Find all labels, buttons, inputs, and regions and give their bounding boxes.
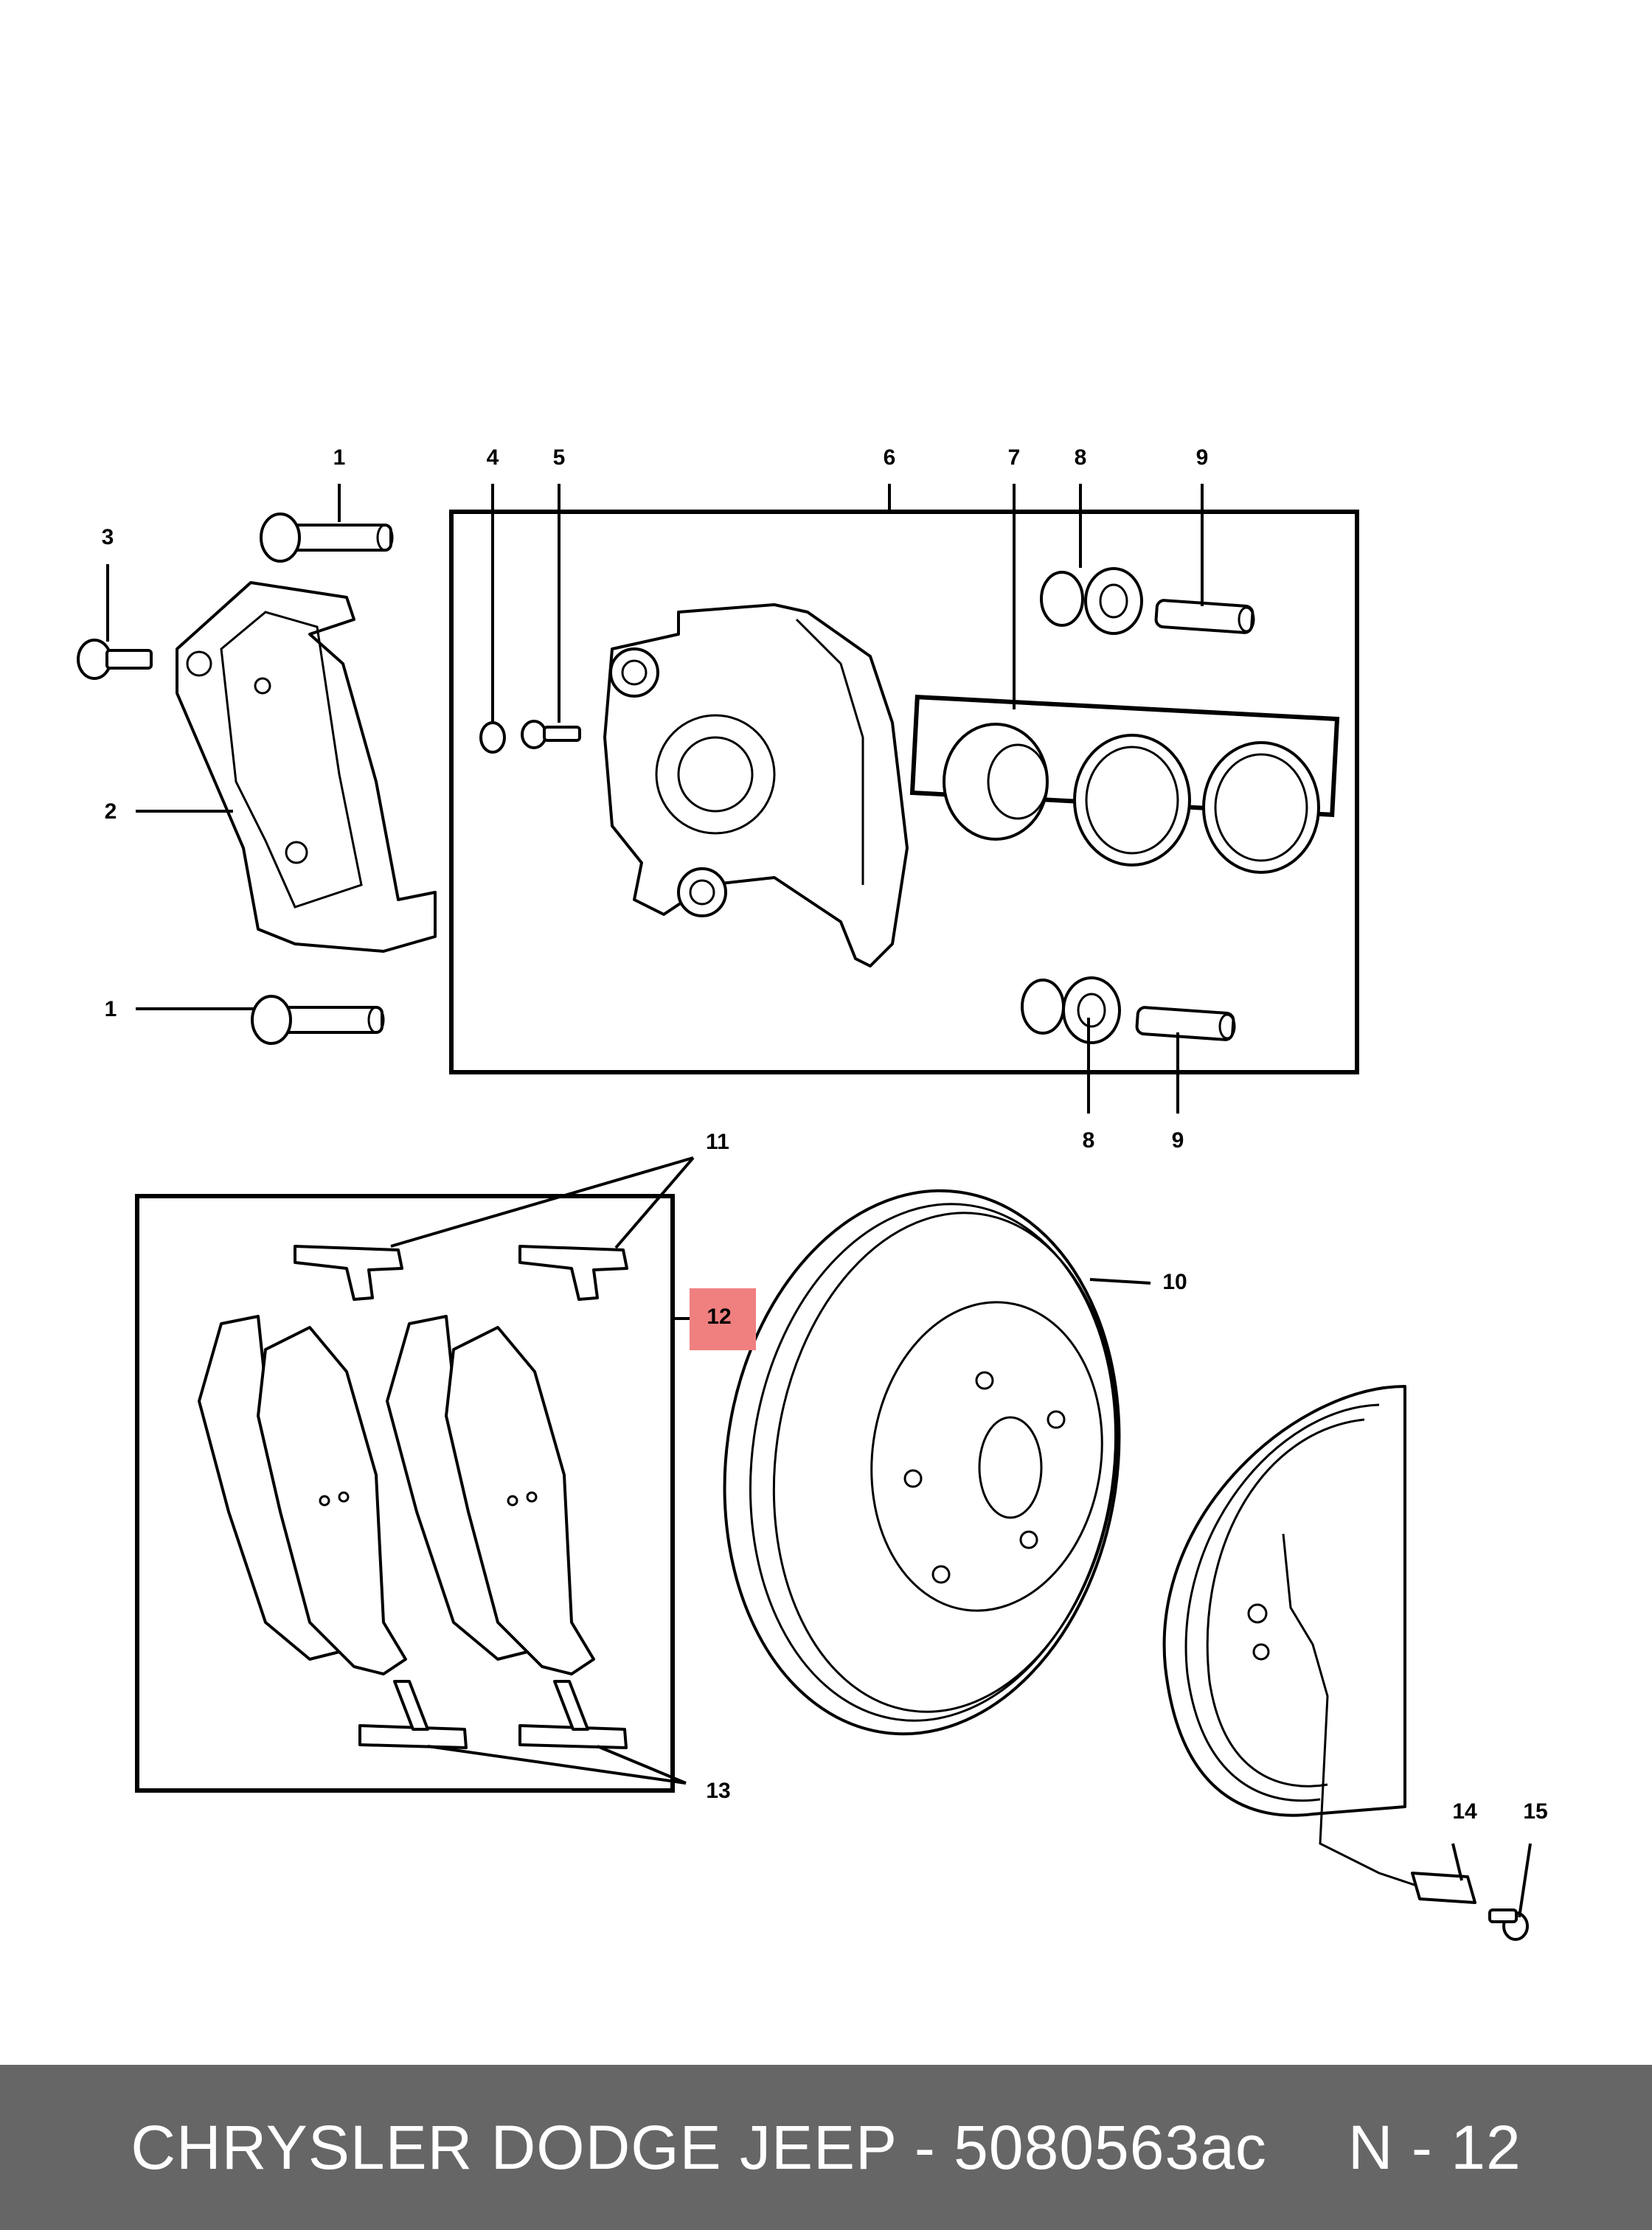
brake-pad-left-part	[198, 1315, 407, 1675]
callout-1-bottom: 1	[105, 997, 117, 1021]
pad-clip-lower-left-part	[358, 1680, 468, 1749]
callout-3: 3	[102, 525, 114, 549]
brake-pad-right-part	[386, 1315, 595, 1675]
wear-sensor-part	[1411, 1872, 1476, 1904]
guide-bolt-lower-part	[251, 995, 385, 1045]
guide-sleeve-lower-part	[1135, 1006, 1236, 1041]
brake-exploded-diagram: 1 3 2 1 4 5 6 7 8 9 8 9 11 10 12 13 14 1…	[77, 445, 1548, 1941]
leader-lines	[106, 484, 1532, 1918]
callout-7: 7	[1008, 445, 1021, 470]
callout-12: 12	[707, 1305, 731, 1329]
footer-part-number: CHRYSLER DODGE JEEP - 5080563ac	[131, 2112, 1267, 2182]
bleeder-screw-part	[521, 720, 581, 749]
mount-bolt-part	[77, 639, 153, 680]
callout-9-bottom: 9	[1172, 1128, 1184, 1153]
pad-kit-box	[135, 1194, 675, 1793]
pad-clip-lower-right-part	[518, 1680, 628, 1749]
highlight-box-12	[690, 1288, 756, 1350]
guide-sleeve-upper-part	[1154, 599, 1255, 634]
callout-6: 6	[884, 445, 896, 470]
caliper-body-part	[603, 603, 909, 968]
bleeder-cap-part	[479, 721, 506, 754]
guide-bushing-upper-part	[1040, 567, 1143, 635]
callout-14: 14	[1452, 1799, 1477, 1824]
caliper-adapter-part	[176, 581, 437, 953]
brake-rotor-part	[723, 1189, 1121, 1736]
callout-13: 13	[706, 1779, 730, 1803]
pad-clip-upper-right-part	[518, 1245, 628, 1301]
callout-1-top: 1	[333, 445, 346, 470]
callout-5: 5	[553, 445, 566, 470]
callout-9-top: 9	[1196, 445, 1209, 470]
sensor-bolt-part	[1488, 1908, 1529, 1941]
callout-8-top: 8	[1075, 445, 1087, 470]
hub-assembly-part	[1162, 1385, 1446, 1897]
callout-15: 15	[1523, 1799, 1547, 1824]
callout-10: 10	[1162, 1270, 1187, 1294]
piston-seal-kit-part	[943, 723, 1320, 874]
caliper-assembly-box	[449, 510, 1359, 1074]
footer-bar: CHRYSLER DODGE JEEP - 5080563ac N - 12	[0, 2065, 1652, 2230]
guide-bolt-upper-part	[260, 513, 394, 563]
guide-bushing-lower-part	[1021, 976, 1121, 1044]
callout-4: 4	[487, 445, 499, 470]
callout-8-bottom: 8	[1083, 1128, 1095, 1153]
callout-2: 2	[105, 799, 117, 824]
footer-page-ref: N - 12	[1347, 2112, 1521, 2182]
pad-clip-upper-left-part	[294, 1245, 403, 1301]
callout-11: 11	[706, 1130, 729, 1154]
